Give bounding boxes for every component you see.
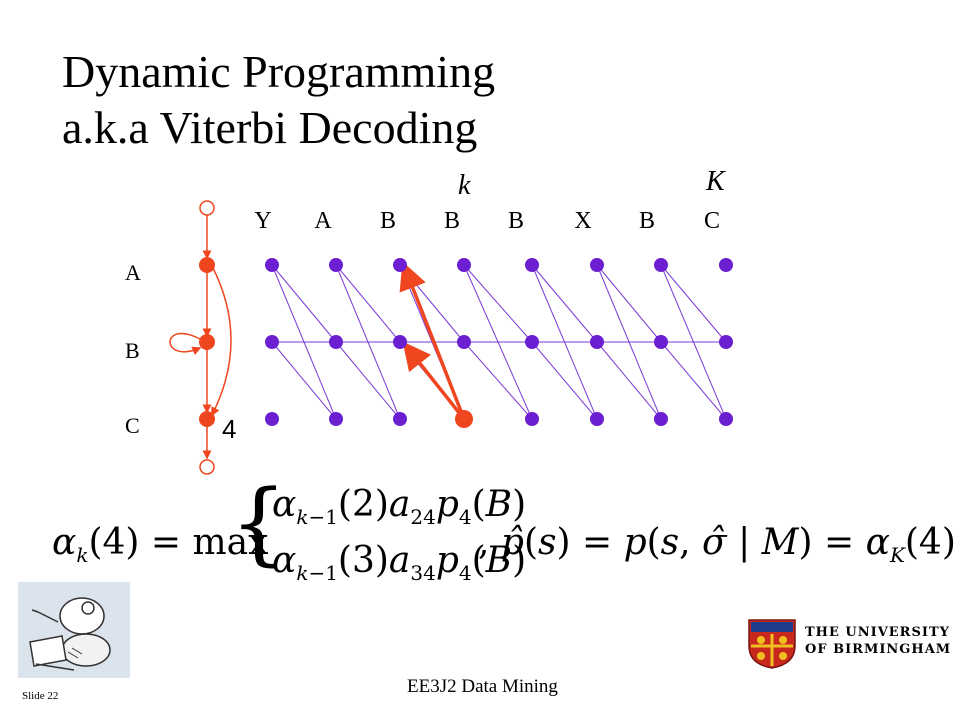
university-crest-icon xyxy=(748,619,796,669)
university-logo-text: THE UNIVERSITY OF BIRMINGHAM xyxy=(805,624,951,658)
slide-number: Slide 22 xyxy=(22,690,59,702)
column-label: B xyxy=(443,208,460,234)
university-line-2: OF BIRMINGHAM xyxy=(805,642,952,657)
start-state xyxy=(199,200,215,216)
end-state xyxy=(199,459,215,475)
slide-title: Dynamic Programming a.k.a Viterbi Decodi… xyxy=(62,44,495,156)
formula-case-2: αk−1(3)a34p4(B) xyxy=(272,540,527,586)
title-line-1: Dynamic Programming xyxy=(62,46,496,97)
state-c xyxy=(199,411,215,427)
trellis-nodes xyxy=(265,258,733,426)
state-a xyxy=(199,257,215,273)
footer-text: EE3J2 Data Mining xyxy=(407,676,558,697)
formula-brace: { xyxy=(230,471,288,576)
column-label: X xyxy=(574,208,592,234)
formula-lhs: αk(4) = max xyxy=(52,522,269,568)
column-label: A xyxy=(314,208,332,234)
state-model xyxy=(169,200,232,475)
backpointer-arrow-a xyxy=(399,261,466,420)
row-label-a: A xyxy=(125,260,141,285)
row-label-c: C xyxy=(125,413,140,438)
column-label: B xyxy=(379,208,396,234)
column-label: B xyxy=(507,208,524,234)
k-label: k xyxy=(458,170,471,201)
current-node xyxy=(455,410,473,428)
cartoon-image xyxy=(18,582,130,678)
title-line-2: a.k.a Viterbi Decoding xyxy=(62,102,478,153)
state-b xyxy=(199,334,215,350)
K-label: K xyxy=(706,166,725,197)
column-label: B xyxy=(638,208,655,234)
university-line-1: THE UNIVERSITY xyxy=(805,625,950,640)
trellis-diagram xyxy=(169,200,733,475)
row-label-b: B xyxy=(125,338,140,363)
backpointer-arrow-b xyxy=(402,341,466,421)
column-label: Y xyxy=(254,208,272,234)
formula-case-1: αk−1(2)a24p4(B) xyxy=(272,484,527,530)
model-number: 4 xyxy=(222,414,237,444)
formula-rhs: , p̂(s) = p(s, σ̂ | M) = αK(4) xyxy=(478,522,956,568)
column-label: C xyxy=(703,208,720,234)
